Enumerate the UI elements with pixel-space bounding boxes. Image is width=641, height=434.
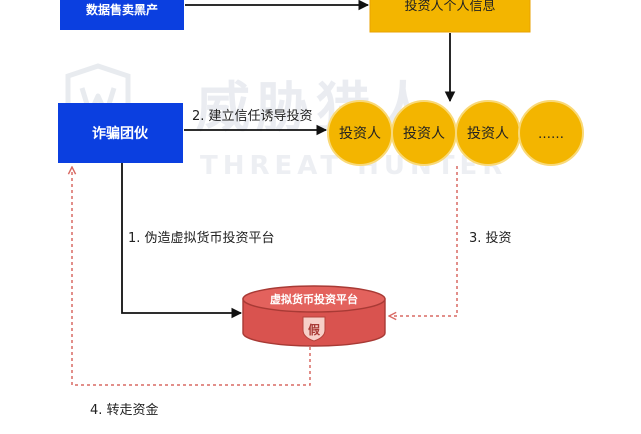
investor-info-label: 投资人个人信息 [404,0,495,14]
fraud-gang-box [58,103,183,163]
arrow-platform-to-gang [72,167,311,386]
data-seller-label: 数据售卖黑产 [86,2,158,17]
step1-label: 1. 伪造虚拟货币投资平台 [128,230,275,246]
platform-top [242,285,386,313]
step2-label: 2. 建立信任诱导投资 [192,108,313,124]
investor-label: 投资人 [467,126,509,142]
investor-more-label: …… [538,127,564,142]
fake-badge-label: 假 [308,322,321,337]
investor-info-box [369,0,531,33]
step4-label: 4. 转走资金 [90,402,159,418]
arrow-investors-to-platform [389,166,458,316]
investor-label: 投资人 [339,126,381,142]
investor-group: 投资人 投资人 投资人 …… [327,100,584,166]
fraud-gang-label: 诈骗团伙 [92,125,149,142]
investor-circle-more [518,100,584,166]
fake-badge-icon [302,316,326,342]
platform-cylinder: 虚拟货币投资平台 假 [242,285,386,347]
data-seller-box [60,0,184,30]
step3-label: 3. 投资 [469,230,512,246]
platform-label: 虚拟货币投资平台 [270,292,358,306]
arrow-gang-to-platform [121,163,243,319]
investor-label: 投资人 [403,126,445,142]
